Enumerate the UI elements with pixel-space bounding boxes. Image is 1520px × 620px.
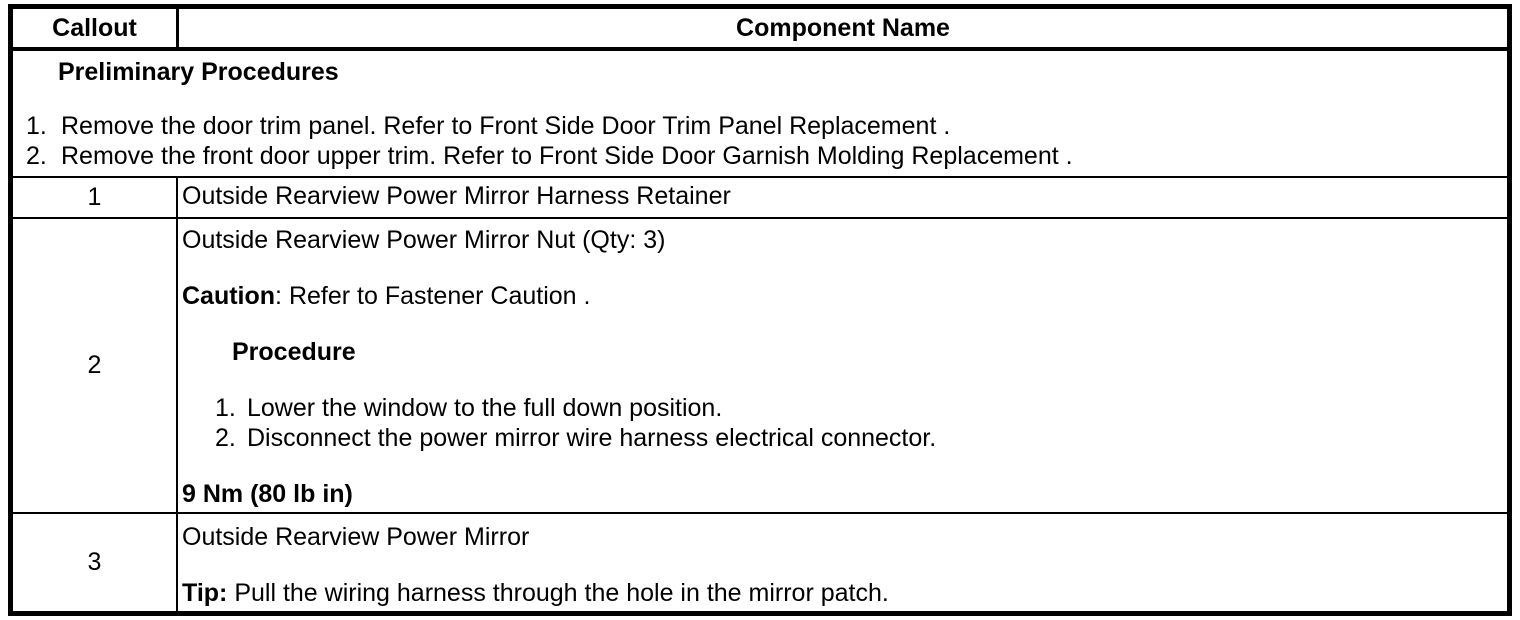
preliminary-steps-list: 1. Remove the door trim panel. Refer to …: [13, 111, 1507, 171]
table-row: 3 Outside Rearview Power Mirror Tip: Pul…: [13, 514, 1507, 611]
component-name: Outside Rearview Power Mirror: [182, 523, 530, 551]
callout-number-cell: 2: [13, 219, 178, 512]
preliminary-procedures-row: Preliminary Procedures 1. Remove the doo…: [13, 51, 1507, 178]
preliminary-procedures-title: Preliminary Procedures: [58, 58, 339, 86]
step-text: Remove the door trim panel. Refer to Fro…: [61, 112, 951, 140]
preliminary-step: 1. Remove the door trim panel. Refer to …: [13, 111, 1507, 141]
component-cell: Outside Rearview Power Mirror Harness Re…: [178, 178, 1507, 217]
step-number: 2.: [215, 424, 236, 452]
component-name-column-header: Component Name: [179, 9, 1507, 47]
callout-number-cell: 3: [13, 514, 178, 611]
procedure-step: 2. Disconnect the power mirror wire harn…: [182, 423, 1507, 453]
preliminary-step: 2. Remove the front door upper trim. Ref…: [13, 141, 1507, 171]
component-name: Outside Rearview Power Mirror Harness Re…: [182, 182, 731, 210]
torque-spec: 9 Nm (80 lb in): [182, 480, 353, 508]
callout-component-table: Callout Component Name Preliminary Proce…: [8, 4, 1512, 616]
callout-header-label: Callout: [52, 13, 137, 42]
tip-text: Pull the wiring harness through the hole…: [227, 579, 889, 607]
component-cell: Outside Rearview Power Mirror Tip: Pull …: [178, 514, 1507, 611]
callout-number: 3: [87, 548, 102, 576]
step-text: Disconnect the power mirror wire harness…: [247, 424, 937, 452]
step-number: 1.: [26, 112, 47, 140]
component-name: Outside Rearview Power Mirror Nut (Qty: …: [182, 226, 666, 254]
caution-text: : Refer to Fastener Caution .: [275, 282, 591, 310]
callout-number: 1: [87, 183, 102, 211]
procedure-step: 1. Lower the window to the full down pos…: [182, 393, 1507, 423]
step-text: Remove the front door upper trim. Refer …: [61, 142, 1073, 170]
tip-note: Tip: Pull the wiring harness through the…: [182, 578, 1507, 608]
step-number: 2.: [26, 142, 47, 170]
caution-label: Caution: [182, 282, 276, 310]
component-header-label: Component Name: [736, 13, 950, 42]
procedure-title: Procedure: [232, 338, 356, 366]
component-cell: Outside Rearview Power Mirror Nut (Qty: …: [178, 219, 1507, 512]
callout-column-header: Callout: [13, 9, 179, 47]
step-number: 1.: [215, 394, 236, 422]
tip-label: Tip:: [182, 579, 228, 607]
table-row: 2 Outside Rearview Power Mirror Nut (Qty…: [13, 219, 1507, 514]
procedure-steps-list: 1. Lower the window to the full down pos…: [182, 393, 1507, 453]
step-text: Lower the window to the full down positi…: [247, 394, 723, 422]
table-row: 1 Outside Rearview Power Mirror Harness …: [13, 178, 1507, 219]
table-header-row: Callout Component Name: [13, 9, 1507, 51]
caution-note: Caution: Refer to Fastener Caution .: [182, 281, 1507, 311]
callout-number-cell: 1: [13, 178, 178, 217]
callout-number: 2: [87, 351, 102, 379]
